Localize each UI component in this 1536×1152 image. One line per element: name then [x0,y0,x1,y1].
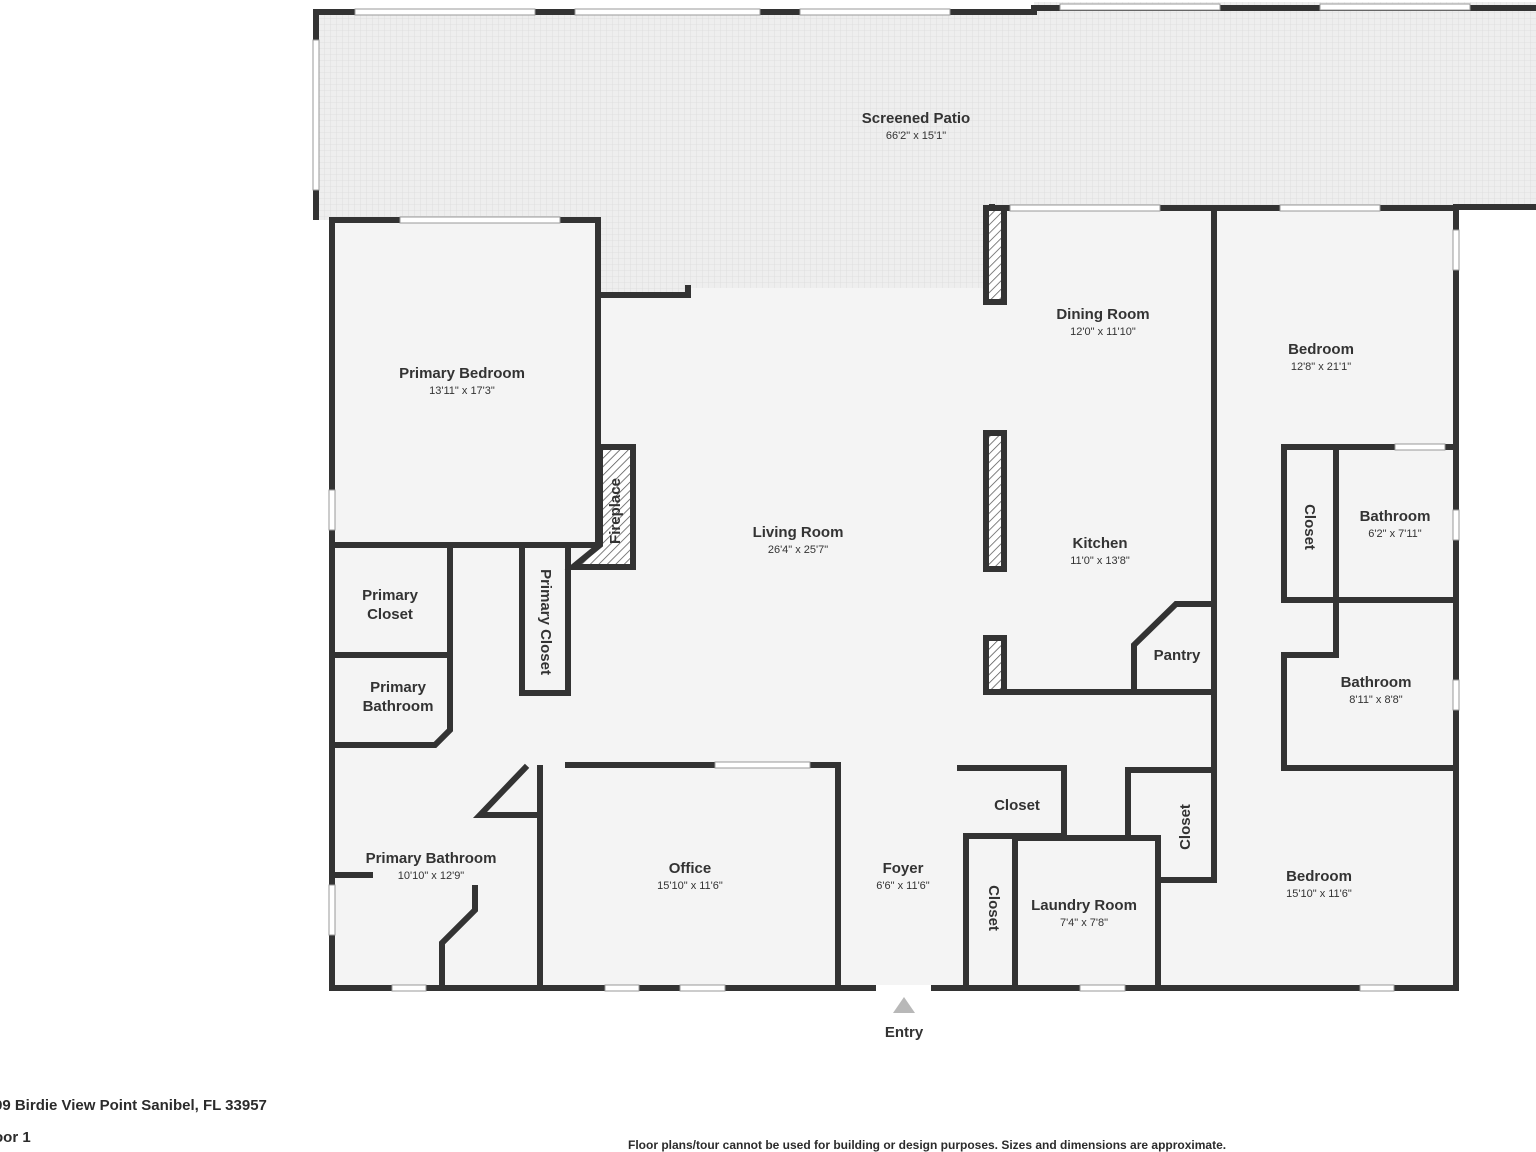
kitchen-dim: 11'0" x 13'8" [1070,555,1130,567]
foyer-dim: 6'6" x 11'6" [876,880,929,892]
bathroom-2-name: Bathroom [1341,674,1412,691]
primary-bathroom-dim: 10'10" x 12'9" [398,870,465,882]
office-dim: 15'10" x 11'6" [657,880,723,892]
primary-bath-small-line1: Primary [370,679,427,696]
primary-bath-shower-wall [439,885,478,991]
entry-arrow-icon [893,997,915,1013]
primary-closet-b-label: Primary Closet [537,569,554,675]
fireplace-label: Fireplace [607,478,624,544]
screened-patio-dim: 66'2" x 15'1" [886,130,946,142]
kitchen-name: Kitchen [1072,535,1127,552]
closet-bedroom-side-label: Closet [1177,804,1194,850]
primary-closet-b-wall [519,542,571,696]
laundry-top-wall [1012,835,1161,991]
bathroom-1-name: Bathroom [1360,508,1431,525]
primary-closet-a-line1: Primary [362,587,419,604]
primary-bath-small-line2: Bathroom [363,698,434,715]
bedroom-right-name: Bedroom [1288,341,1354,358]
closet-bath-side-label: Closet [1301,504,1318,550]
fireplace-block [564,444,636,570]
primary-closet-a-line2: Closet [367,606,413,623]
disclaimer-text: Floor plans/tour cannot be used for buil… [628,1138,1227,1152]
laundry-room-name: Laundry Room [1031,897,1137,914]
room-labels: Screened Patio 66'2" x 15'1" Primary Bed… [362,110,1430,1041]
primary-bathroom-wall [565,762,841,991]
floor-fills [316,2,1536,988]
windows [312,3,1471,992]
entry-door [876,985,931,991]
pantry-wall [1131,601,1217,695]
primary-bathroom-small-wall [329,652,453,748]
primary-bedroom-dim: 13'11" x 17'3" [429,385,495,397]
bedroom-bottom-dim: 15'10" x 11'6" [1286,888,1352,900]
screened-patio-floor [316,2,1536,298]
bedroom-right-dim: 12'8" x 21'1" [1291,361,1351,373]
bathroom-1-dim: 6'2" x 7'11" [1368,528,1421,540]
main-floor [332,207,1456,988]
closet-upper-label: Closet [994,797,1040,814]
pantry-label: Pantry [1154,647,1201,664]
living-room-dim: 26'4" x 25'7" [768,544,828,556]
foyer-name: Foyer [883,860,924,877]
outer-wall-left [329,204,1536,991]
bathroom-2-dim: 8'11" x 8'8" [1349,694,1402,706]
address-text: 99 Birdie View Point Sanibel, FL 33957 [0,1097,267,1114]
dining-room-name: Dining Room [1056,306,1149,323]
floor-label: oor 1 [0,1129,31,1146]
bedroom-bottom-name: Bedroom [1286,868,1352,885]
dining-room-dim: 12'0" x 11'10" [1070,326,1136,338]
primary-bath-diagonal [472,763,543,818]
dining-column-hatch [983,205,1007,305]
kitchen-island-wall [983,430,1007,572]
primary-bedroom-name: Primary Bedroom [399,365,525,382]
laundry-room-dim: 7'4" x 7'8" [1060,917,1108,929]
office-name: Office [669,860,712,877]
kitchen-counter-hatch [983,635,1007,695]
entry-label: Entry [885,1024,924,1041]
bath2-wall [1281,601,1459,771]
screened-patio-name: Screened Patio [862,110,970,127]
closet-laundry-side-label: Closet [985,885,1002,931]
patio-divider [595,285,691,298]
living-room-name: Living Room [753,524,844,541]
primary-bathroom-name: Primary Bathroom [366,850,497,867]
